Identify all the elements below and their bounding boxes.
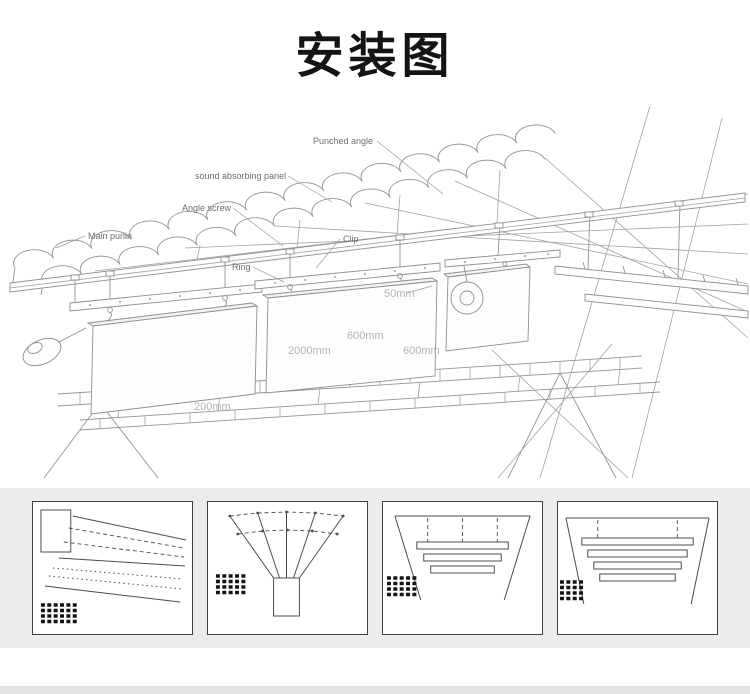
page-title: 安装图 — [295, 30, 455, 83]
label-ring: Ring — [232, 262, 251, 272]
callout-labels: Punched angle sound absorbing panel Angl… — [55, 136, 444, 283]
stacked-baffle-sketch — [386, 515, 531, 601]
sound-absorbing-panel-1 — [86, 302, 259, 415]
hatch-block — [40, 603, 77, 624]
label-main-purlin: Main purlin — [88, 231, 132, 241]
corrugated-roof-edge — [11, 124, 556, 296]
label-sound-absorbing-panel: sound absorbing panel — [195, 171, 286, 181]
dimension-panel-thickness: 50mm — [384, 288, 415, 300]
thumbnail-4 — [557, 501, 718, 635]
label-angle-screw: Angle screw — [182, 203, 232, 213]
thumbnail-1 — [32, 501, 193, 635]
dimension-edge-offset: 200mm — [194, 401, 231, 413]
suspension-rods — [70, 200, 684, 304]
purlin-struts — [196, 169, 501, 261]
support-rack — [43, 343, 661, 479]
ring-detail-circle — [450, 265, 484, 315]
hatch-block — [215, 574, 248, 595]
corner-mount-sketch — [40, 509, 187, 624]
label-clip: Clip — [343, 234, 359, 244]
label-punched-angle: Punched angle — [313, 136, 373, 146]
installation-diagram-drawing: 50mm 600mm 2000mm 600mm 200mm Punched an… — [9, 105, 749, 479]
diagonal-hanger-rods — [539, 105, 723, 479]
dimension-panel-spacing: 600mm — [403, 345, 440, 357]
sound-absorbing-panel-2 — [261, 277, 439, 394]
roll-cylinder — [22, 327, 87, 367]
thumbnail-3 — [382, 501, 543, 635]
hatch-block — [386, 576, 417, 597]
dimension-panel-height: 600mm — [347, 330, 384, 342]
footer-band — [0, 686, 750, 694]
hanging-rails — [69, 249, 749, 319]
suspension-grid-sketch — [215, 510, 345, 617]
thumbnail-strip — [0, 488, 750, 648]
dimension-annotations: 50mm 600mm 2000mm 600mm 200mm — [194, 285, 440, 413]
dimension-panel-length: 2000mm — [288, 345, 331, 357]
stacked-baffle-wide-sketch — [559, 517, 710, 605]
thumbnail-2 — [207, 501, 368, 635]
